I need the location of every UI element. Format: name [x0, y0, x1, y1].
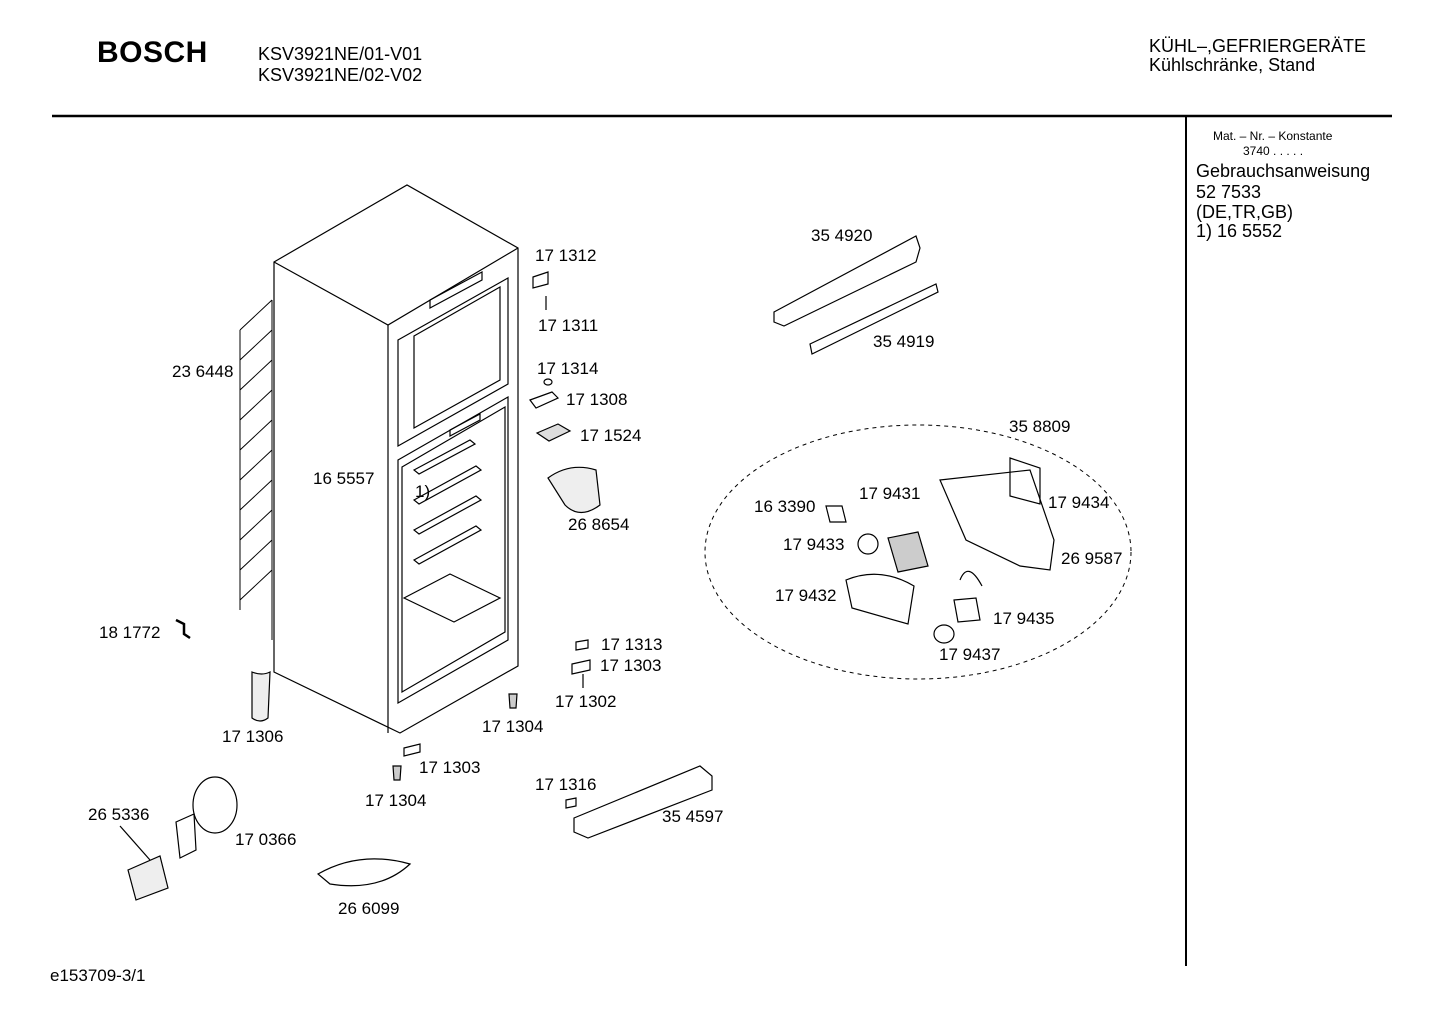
- lamp-switch-part: [1009, 457, 1041, 505]
- part-label: 17 1303: [600, 656, 662, 675]
- control-panel-part: [773, 235, 921, 327]
- screw-part: [825, 505, 847, 523]
- model-number-1: KSV3921NE/01-V01: [258, 44, 423, 64]
- bracket-part: [529, 391, 560, 409]
- mat-value: 3740 . . . . .: [1243, 144, 1304, 158]
- panel-strip-part: [809, 283, 939, 355]
- part-label: 17 1308: [566, 390, 628, 409]
- part-label: 35 4919: [873, 332, 935, 351]
- part-label: 35 4920: [811, 226, 873, 245]
- part-label: 26 6099: [338, 899, 400, 918]
- part-label: 23 6448: [172, 362, 234, 381]
- bulb-part: [857, 533, 879, 555]
- hinge-part: [532, 271, 549, 289]
- sidebar-line-3: (DE,TR,GB): [1196, 202, 1293, 222]
- part-label: 17 1303: [419, 758, 481, 777]
- part-label: 17 1314: [537, 359, 599, 378]
- thermostat-part: [953, 597, 981, 623]
- power-cord-part: [316, 858, 412, 887]
- part-label: 17 9432: [775, 586, 837, 605]
- refrigerator-cabinet: [273, 184, 519, 734]
- part-label: 17 1306: [222, 727, 284, 746]
- part-label: 17 9433: [783, 535, 845, 554]
- part-label: 17 1313: [601, 635, 663, 654]
- part-label: 17 9435: [993, 609, 1055, 628]
- model-number-2: KSV3921NE/02-V02: [258, 65, 423, 85]
- part-label: 17 1524: [580, 426, 642, 445]
- part-label: 17 1312: [535, 246, 597, 265]
- capillary-part: [251, 671, 271, 722]
- fan-cover-part: [547, 466, 601, 514]
- part-label: 18 1772: [99, 623, 161, 642]
- part-label: 17 1304: [482, 717, 544, 736]
- part-label: 17 9434: [1048, 493, 1110, 512]
- sidebar-line-2: 52 7533: [1196, 182, 1262, 202]
- condenser-coil: [239, 299, 273, 640]
- category-line-1: KÜHL–,GEFRIERGERÄTE: [1149, 36, 1367, 56]
- clip-part: [175, 618, 191, 640]
- lamp-housing-part: [939, 469, 1055, 571]
- part-label: 17 1304: [365, 791, 427, 810]
- part-label: 17 9431: [859, 484, 921, 503]
- part-label: 1): [415, 482, 431, 501]
- mat-label: Mat. – Nr. – Konstante: [1213, 129, 1333, 143]
- part-label: 17 1302: [555, 692, 617, 711]
- detail-group-outline: [704, 424, 1132, 680]
- knob-part: [933, 624, 955, 644]
- sidebar-line-1: Gebrauchsanweisung: [1196, 161, 1371, 181]
- part-label: 17 9437: [939, 645, 1001, 664]
- part-label: 17 1316: [535, 775, 597, 794]
- part-label: 26 8654: [568, 515, 630, 534]
- part-label: 35 8809: [1009, 417, 1071, 436]
- cover-part: [535, 423, 572, 442]
- sidebar-line-4: 1) 16 5552: [1196, 221, 1283, 241]
- fan-blade-part: [192, 776, 238, 834]
- part-label: 16 3390: [754, 497, 816, 516]
- document-code: e153709-3/1: [50, 966, 146, 985]
- category-line-2: Kühlschränke, Stand: [1149, 55, 1316, 75]
- lamp-cover-part: [845, 573, 915, 625]
- part-label: 26 5336: [88, 805, 150, 824]
- base-grille-part: [573, 765, 713, 839]
- part-label: 17 0366: [235, 830, 297, 849]
- part-label: 35 4597: [662, 807, 724, 826]
- part-label: 17 1311: [538, 316, 599, 335]
- brand-logo: BOSCH: [97, 36, 208, 69]
- fan-motor-part: [127, 855, 169, 901]
- part-label: 16 5557: [313, 469, 375, 488]
- part-label: 26 9587: [1061, 549, 1123, 568]
- lamp-socket-part: [887, 531, 929, 573]
